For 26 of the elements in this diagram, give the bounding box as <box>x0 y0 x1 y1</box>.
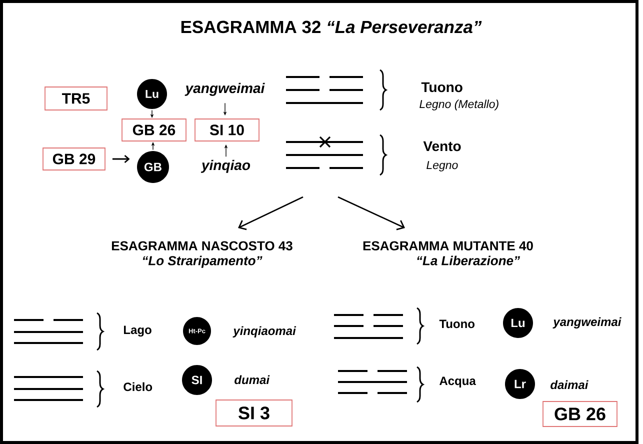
arrow <box>338 196 405 230</box>
trigram-name: Acqua <box>440 376 476 388</box>
channel-name: daimai <box>550 380 588 390</box>
channel-name: yangweimai <box>184 82 265 96</box>
trigram-name: Cielo <box>124 382 152 392</box>
label-box: GB 29 <box>42 148 106 170</box>
label-box: SI 10 <box>194 118 260 142</box>
trigram-name: Tuono <box>439 320 474 328</box>
label-box: GB 26 <box>122 118 186 142</box>
label-box: SI 3 <box>216 400 292 426</box>
label-box: GB 26 <box>542 401 618 427</box>
hexagram-heading: ESAGRAMMA MUTANTE 40 “La Liberazione” <box>363 241 533 266</box>
diagram-title: ESAGRAMMA 32 “La Perseveranza” <box>181 20 482 34</box>
arrow <box>238 196 304 230</box>
channel-name: yinqiaomai <box>232 326 296 338</box>
element-name: Legno (Metallo) <box>420 100 498 110</box>
channel-name: yangweimai <box>552 317 622 328</box>
hexagram-heading: ESAGRAMMA NASCOSTO 43 “Lo Straripamento” <box>112 241 292 268</box>
channel-name: yinqiao <box>200 160 250 173</box>
channel-name: dumai <box>234 375 270 384</box>
trigram-name: Lago <box>124 326 152 337</box>
element-name: Legno <box>426 161 458 172</box>
trigram-name: Vento <box>423 141 461 152</box>
label-box: TR5 <box>44 86 108 110</box>
arrow <box>112 154 130 164</box>
trigram-name: Tuono <box>421 82 462 92</box>
